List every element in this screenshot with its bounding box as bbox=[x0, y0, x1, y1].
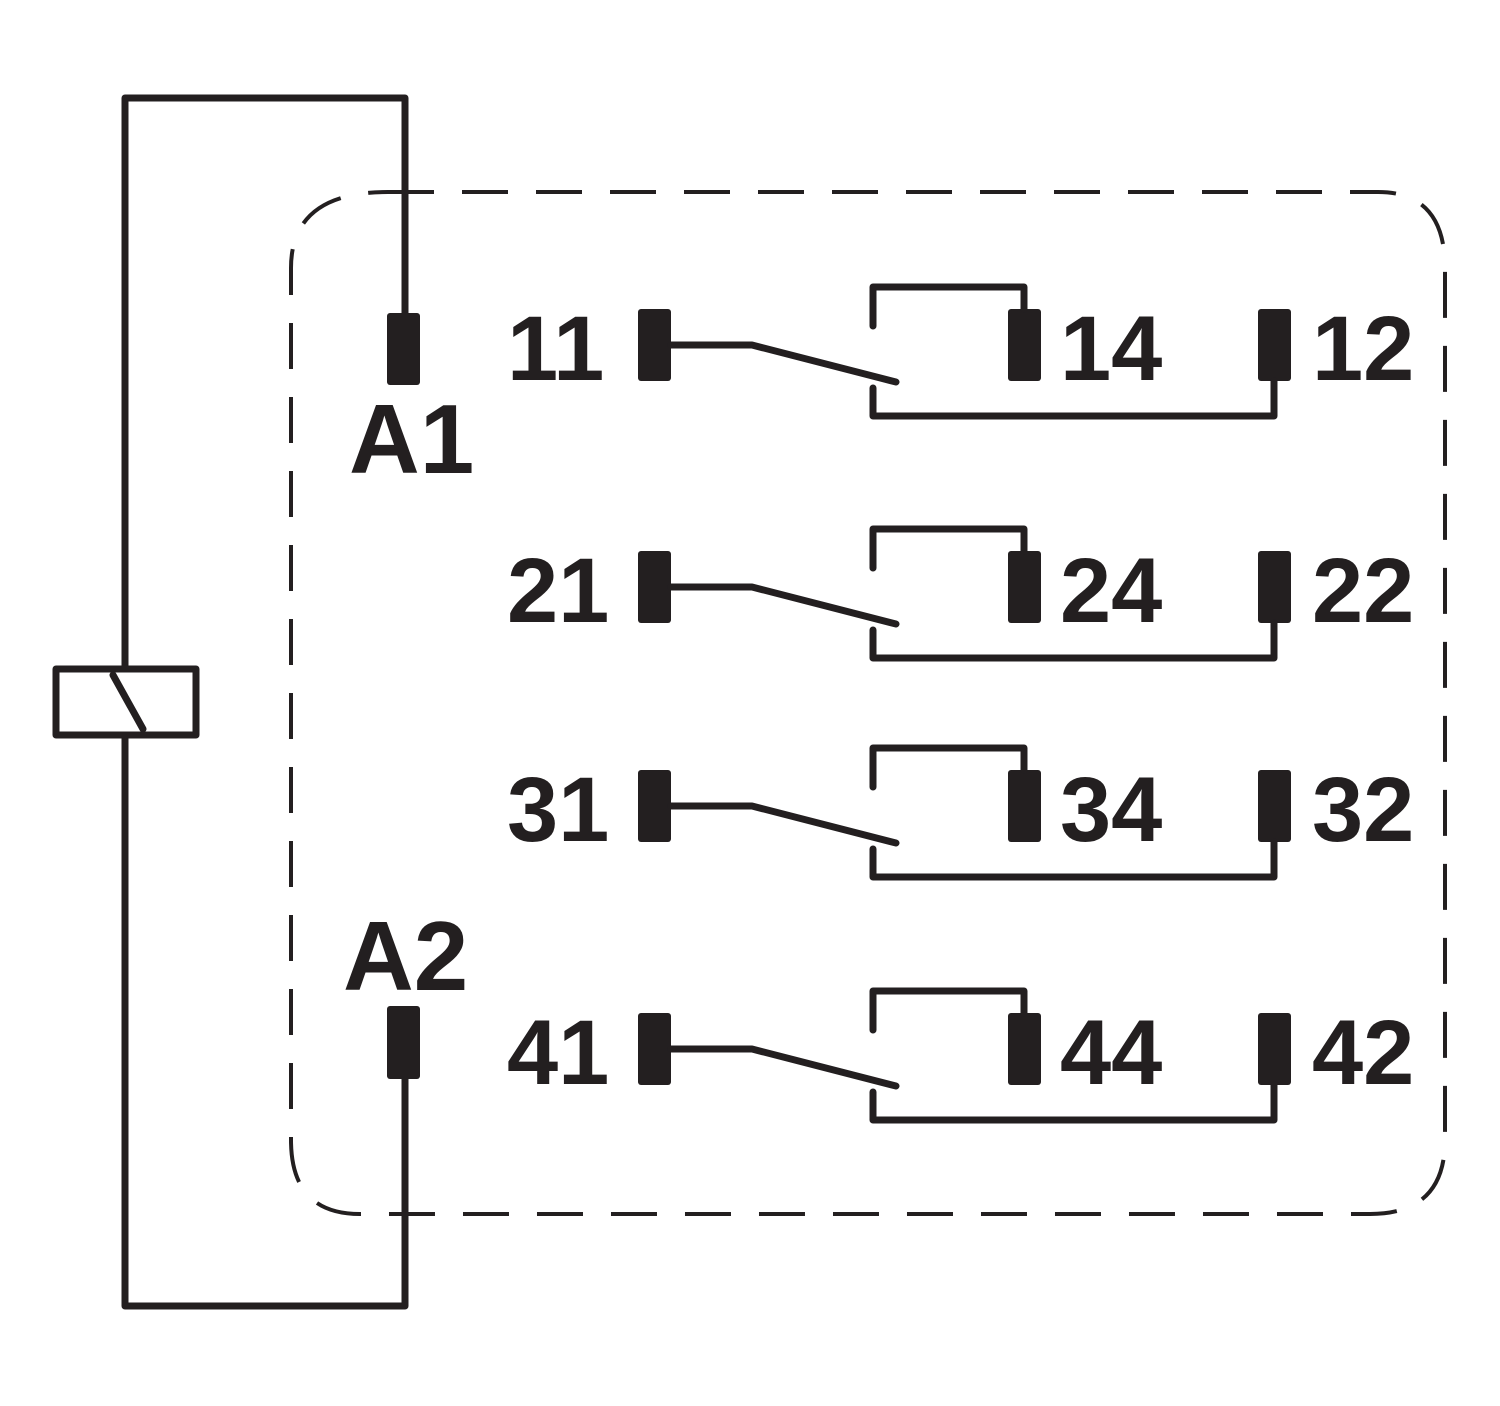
common-label: 11 bbox=[507, 298, 604, 400]
normally-closed-terminal bbox=[1258, 309, 1291, 381]
normally-open-terminal bbox=[1008, 309, 1041, 381]
common-terminal bbox=[638, 770, 671, 842]
common-label: 41 bbox=[507, 1002, 609, 1104]
switch-arm bbox=[667, 341, 900, 386]
no-contact-wire bbox=[869, 987, 1028, 1034]
switch-arm bbox=[667, 583, 900, 628]
normally-open-label: 24 bbox=[1060, 540, 1162, 642]
no-contact-wire bbox=[869, 283, 1028, 330]
nc-contact-wire bbox=[869, 619, 1278, 662]
normally-open-terminal bbox=[1008, 551, 1041, 623]
normally-closed-label: 42 bbox=[1312, 1002, 1414, 1104]
no-contact-wire bbox=[869, 525, 1028, 572]
switch-arm bbox=[667, 1045, 900, 1090]
common-label: 31 bbox=[507, 759, 609, 861]
coil-circuit-wire bbox=[121, 94, 409, 1310]
normally-closed-label: 32 bbox=[1312, 759, 1414, 861]
relay-housing-outline bbox=[289, 190, 1447, 1216]
coil-symbol bbox=[52, 665, 200, 739]
common-label: 21 bbox=[507, 540, 609, 642]
contact-group-3: 31 34 32 bbox=[507, 744, 1414, 881]
common-terminal bbox=[638, 1013, 671, 1085]
nc-contact-wire bbox=[869, 1081, 1278, 1124]
contact-group-1: 11 14 12 bbox=[507, 283, 1414, 420]
terminal-a2 bbox=[387, 1006, 420, 1079]
contact-group-4: 41 44 42 bbox=[507, 987, 1414, 1124]
normally-open-label: 34 bbox=[1060, 759, 1162, 861]
nc-contact-wire bbox=[869, 377, 1278, 420]
contact-group-2: 21 24 22 bbox=[507, 525, 1414, 662]
terminal-a2-label: A2 bbox=[343, 901, 468, 1011]
normally-closed-label: 22 bbox=[1312, 540, 1414, 642]
common-terminal bbox=[638, 551, 671, 623]
normally-closed-label: 12 bbox=[1312, 298, 1414, 400]
common-terminal bbox=[638, 309, 671, 381]
normally-open-terminal bbox=[1008, 1013, 1041, 1085]
nc-contact-wire bbox=[869, 838, 1278, 881]
normally-open-terminal bbox=[1008, 770, 1041, 842]
normally-open-label: 14 bbox=[1060, 298, 1162, 400]
terminal-a1 bbox=[387, 313, 420, 385]
normally-closed-terminal bbox=[1258, 551, 1291, 623]
switch-arm bbox=[667, 802, 900, 847]
normally-closed-terminal bbox=[1258, 1013, 1291, 1085]
no-contact-wire bbox=[869, 744, 1028, 791]
normally-closed-terminal bbox=[1258, 770, 1291, 842]
terminal-a1-label: A1 bbox=[349, 384, 474, 494]
normally-open-label: 44 bbox=[1060, 1002, 1162, 1104]
